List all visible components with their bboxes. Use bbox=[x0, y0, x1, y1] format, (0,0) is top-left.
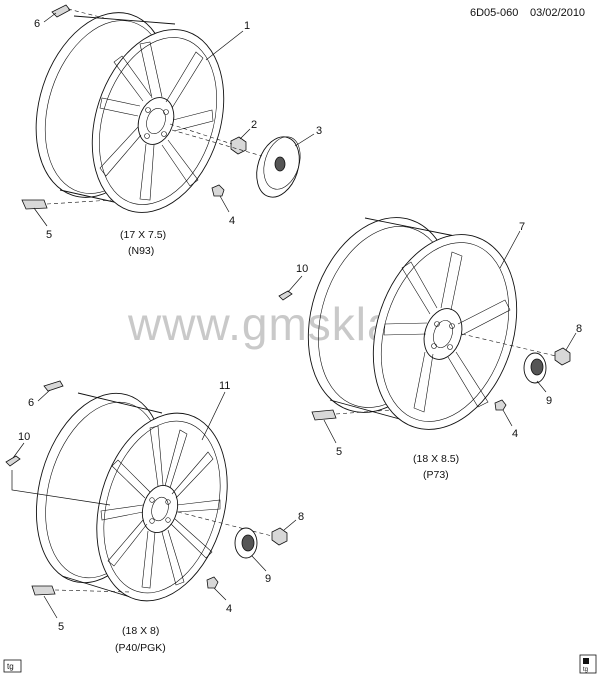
leader-lines bbox=[12, 12, 577, 619]
callout-5-bottom: 5 bbox=[58, 621, 64, 633]
caption-size-18x8-5: (18 X 8.5) bbox=[413, 453, 459, 465]
wheel-17x7-5 bbox=[35, 12, 225, 213]
callout-10-bottom: 10 bbox=[18, 431, 30, 443]
caption-size-18x8: (18 X 8) bbox=[122, 625, 159, 637]
lug-nut-8-bottom bbox=[177, 511, 288, 546]
svg-text:tg: tg bbox=[583, 667, 588, 673]
callout-4-top: 4 bbox=[229, 215, 235, 227]
callout-numbers: 6 1 2 3 4 5 7 10 8 9 4 5 11 6 10 8 9 4 5 bbox=[18, 18, 582, 633]
footer-right-icon: tg bbox=[579, 654, 597, 674]
wheel-weight-4-right bbox=[494, 399, 507, 411]
callout-1: 1 bbox=[244, 20, 250, 32]
wheel-weight-4-bottom bbox=[206, 576, 219, 589]
wheel-18x8 bbox=[35, 392, 228, 602]
caption-code-n93: (N93) bbox=[128, 245, 154, 257]
tpms-sensor-5-right bbox=[311, 409, 393, 421]
lug-nut-2 bbox=[169, 123, 247, 155]
lug-nut-8-right bbox=[461, 333, 571, 366]
callout-4-right: 4 bbox=[512, 428, 518, 440]
wheel-weight-4-top bbox=[211, 184, 225, 197]
callout-2: 2 bbox=[251, 119, 257, 131]
center-cap-9-right bbox=[523, 352, 547, 384]
callout-10-right: 10 bbox=[296, 263, 308, 275]
diagram-date: 03/02/2010 bbox=[530, 7, 585, 19]
valve-cap-6-top bbox=[51, 4, 105, 19]
callout-8-right: 8 bbox=[576, 323, 582, 335]
callout-6-top: 6 bbox=[34, 18, 40, 30]
callout-5-top: 5 bbox=[46, 229, 52, 241]
callout-5-right: 5 bbox=[336, 446, 342, 458]
callout-3: 3 bbox=[316, 125, 322, 137]
diagram-id: 6D05-060 bbox=[470, 7, 518, 19]
diagram-header: 6D05-060 03/02/2010 bbox=[470, 7, 585, 19]
tpms-sensor-5-bottom bbox=[31, 585, 131, 596]
valve-stem-10-bottom bbox=[5, 455, 111, 506]
callout-9-right: 9 bbox=[546, 395, 552, 407]
callout-4-bottom: 4 bbox=[226, 603, 232, 615]
wheel-captions: (17 X 7.5) (N93) (18 X 8.5) (P73) (18 X … bbox=[115, 229, 459, 654]
callout-6-bottom: 6 bbox=[28, 397, 34, 409]
svg-text:tg: tg bbox=[7, 662, 14, 671]
caption-size-17x7-5: (17 X 7.5) bbox=[120, 229, 166, 241]
callout-7: 7 bbox=[519, 221, 525, 233]
footer-left-tag: tg bbox=[3, 659, 22, 673]
caption-code-p40-pgk: (P40/PGK) bbox=[115, 642, 166, 654]
center-cap-3 bbox=[171, 129, 301, 198]
caption-code-p73: (P73) bbox=[423, 469, 449, 481]
wheel-18x8-5 bbox=[307, 217, 518, 430]
valve-stem-10-right bbox=[278, 290, 293, 301]
callout-8-bottom: 8 bbox=[298, 511, 304, 523]
tpms-sensor-5-top bbox=[21, 199, 113, 210]
valve-cap-6-bottom bbox=[43, 380, 64, 392]
callout-9-bottom: 9 bbox=[265, 573, 271, 585]
center-cap-9-bottom bbox=[234, 527, 258, 559]
callout-11: 11 bbox=[219, 380, 230, 392]
